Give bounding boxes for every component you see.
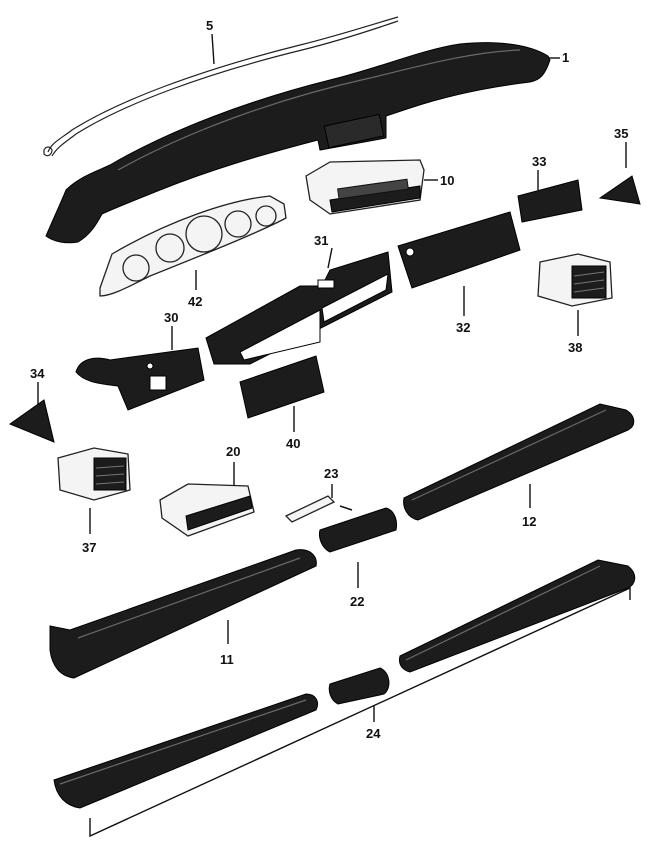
part-11-left-knee-pad [49,549,317,679]
label-38: 38 [568,340,582,355]
part-24-knee-pad-set [53,559,636,838]
label-30: 30 [164,310,178,325]
part-20-ashtray-box [159,483,255,537]
part-1-dash-pad [45,42,551,244]
label-37: 37 [82,540,96,555]
part-32-glovebox-lid [397,211,521,289]
label-31: 31 [314,233,328,248]
leader-lines [37,33,627,722]
part-30-left-trim [75,347,205,411]
part-37-left-vent [57,447,131,501]
label-32: 32 [456,320,470,335]
part-38-right-vent [537,253,613,307]
part-33-small-trim [517,179,583,223]
label-24: 24 [366,726,381,741]
part-35-right-corner [598,175,641,205]
part-22-knee-pad-center [319,507,397,553]
part-34-left-corner [8,399,55,443]
label-23: 23 [324,466,338,481]
label-11: 11 [220,652,234,667]
label-20: 20 [226,444,240,459]
label-35: 35 [614,126,628,141]
part-12-right-knee-pad [403,403,635,521]
label-33: 33 [532,154,546,169]
part-23-bracket [284,495,353,523]
part-number-labels: 5 1 10 31 33 35 42 32 38 30 40 34 37 20 … [30,18,628,741]
label-10: 10 [440,173,454,188]
label-12: 12 [522,514,536,529]
label-5: 5 [206,18,213,33]
part-42-instrument-cluster [99,195,287,297]
part-10-console-box [305,159,425,215]
label-1: 1 [562,50,569,65]
part-40-ashtray-lid [239,355,325,419]
part-5-seal-strip [43,16,399,157]
label-22: 22 [350,594,364,609]
label-42: 42 [188,294,202,309]
label-34: 34 [30,366,45,381]
part-31-center-trim [205,251,393,365]
label-40: 40 [286,436,300,451]
